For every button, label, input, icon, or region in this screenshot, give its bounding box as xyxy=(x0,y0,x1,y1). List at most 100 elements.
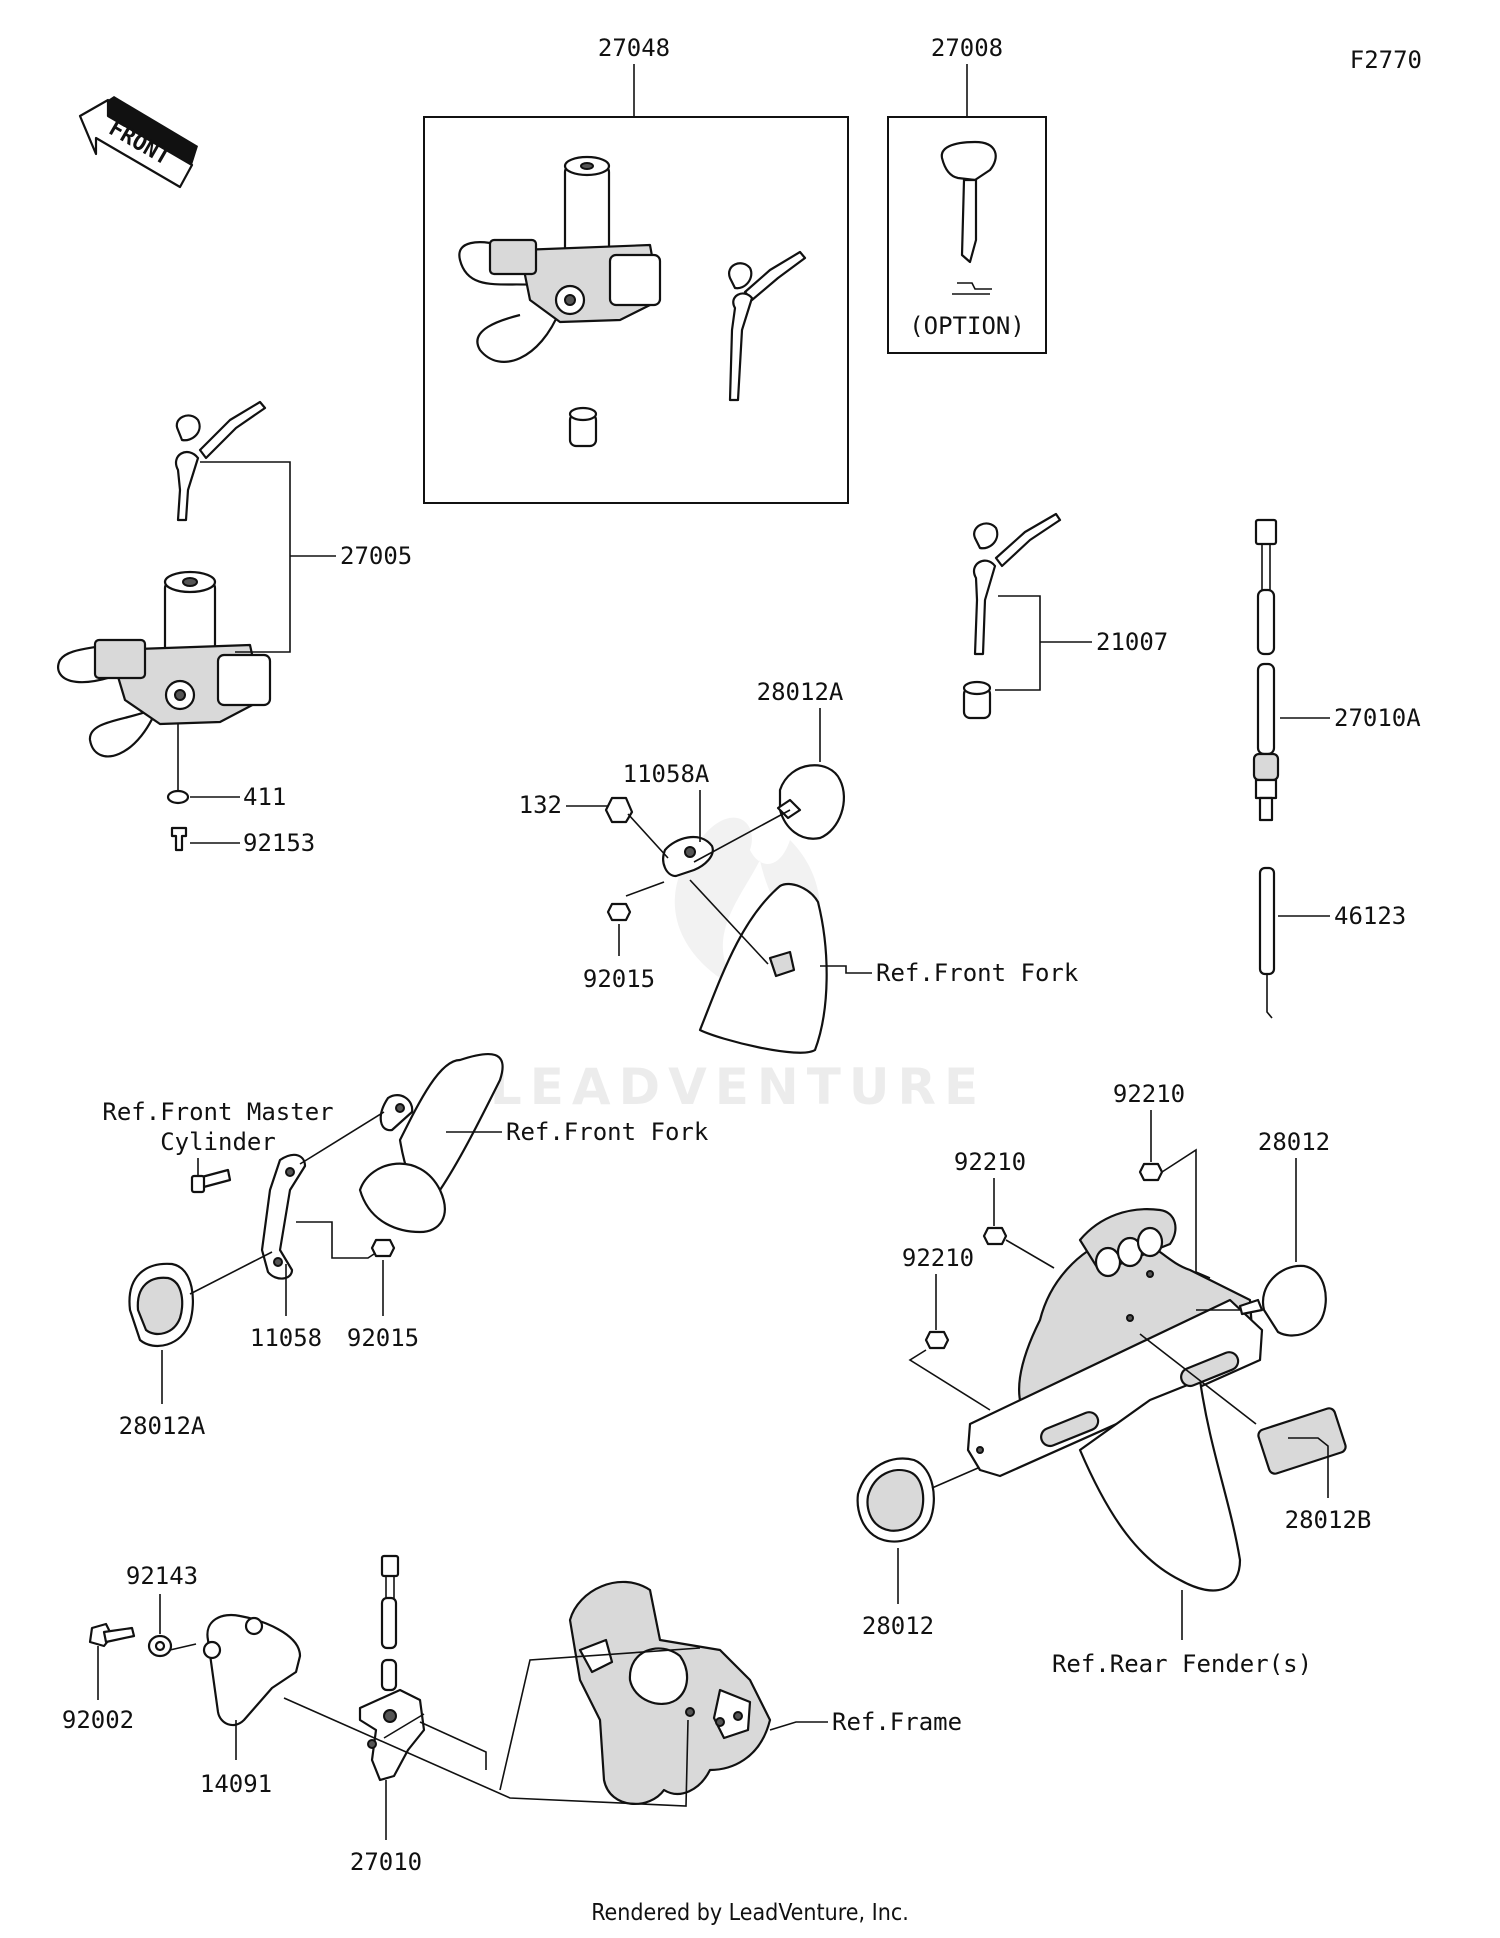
front-fork-ref-top xyxy=(689,879,828,1054)
reflector-28012-left xyxy=(856,1457,979,1543)
part-number-92015-top: 92015 xyxy=(583,965,655,993)
footer-credit: Rendered by LeadVenture, Inc. xyxy=(591,1900,909,1926)
callout-27010A[interactable]: 27010A xyxy=(1280,704,1421,732)
callout-27005[interactable]: 27005 xyxy=(200,461,412,653)
part-number-27005: 27005 xyxy=(340,542,412,570)
callout-28012-right[interactable]: 28012 xyxy=(1258,1128,1330,1262)
part-number-28012B: 28012B xyxy=(1285,1506,1372,1534)
frame-reference-part xyxy=(283,1580,772,1807)
part-number-21007: 21007 xyxy=(1096,628,1168,656)
callout-28012A-top[interactable]: 28012A xyxy=(757,678,844,762)
ref-front-master-cylinder[interactable]: Ref.Front Master Cylinder xyxy=(102,1098,334,1180)
callout-27008[interactable]: 27008 (OPTION) xyxy=(887,34,1047,354)
rear-fender-assembly xyxy=(966,1208,1264,1592)
callout-27048[interactable]: 27048 xyxy=(423,34,849,504)
callout-28012A-bottom[interactable]: 28012A xyxy=(119,1350,206,1440)
ref-front-fork-top[interactable]: Ref.Front Fork xyxy=(820,959,1079,987)
nut-92210-b xyxy=(982,1226,1008,1246)
kit-box-27048 xyxy=(423,116,849,504)
reflector-28012-right xyxy=(1196,1264,1327,1337)
part-number-92210-c: 92210 xyxy=(902,1244,974,1272)
ref-label-rear-fender: Ref.Rear Fender(s) xyxy=(1052,1650,1312,1678)
callout-92015-top[interactable]: 92015 xyxy=(583,881,665,993)
part-number-92002: 92002 xyxy=(62,1706,134,1734)
callout-411[interactable]: 411 xyxy=(166,724,286,811)
callout-28012-left[interactable]: 28012 xyxy=(862,1548,934,1640)
part-number-92210-a: 92210 xyxy=(1113,1080,1185,1108)
key-set-21007 xyxy=(962,512,1062,720)
callout-11058A[interactable]: 11058A xyxy=(623,760,791,863)
callout-92002[interactable]: 92002 xyxy=(62,1622,136,1734)
callout-92210-c[interactable]: 92210 xyxy=(902,1244,991,1411)
bracket-11058A xyxy=(662,835,714,878)
ref-label-front-master-line2: Cylinder xyxy=(160,1128,276,1156)
callout-11058[interactable]: 11058 xyxy=(250,1264,322,1352)
part-number-27010A: 27010A xyxy=(1334,704,1421,732)
lock-cylinder-small xyxy=(568,406,598,448)
cover-14091 xyxy=(169,1613,302,1727)
bolt-front-master xyxy=(190,1168,232,1194)
front-direction-arrow-icon: FRONT xyxy=(78,96,198,189)
nut-92210-a xyxy=(1138,1162,1164,1182)
part-number-27048: 27048 xyxy=(598,34,670,62)
callout-28012B[interactable]: 28012B xyxy=(1285,1437,1372,1534)
part-number-92153: 92153 xyxy=(243,829,315,857)
bolt-132 xyxy=(604,796,634,824)
callout-92143[interactable]: 92143 xyxy=(126,1562,198,1658)
callout-14091[interactable]: 14091 xyxy=(200,1720,272,1798)
part-number-27010: 27010 xyxy=(350,1848,422,1876)
part-number-46123: 46123 xyxy=(1334,902,1406,930)
callout-21007[interactable]: 21007 xyxy=(995,595,1168,691)
part-number-27008: 27008 xyxy=(931,34,1003,62)
watermark-text: LEADVENTURE xyxy=(490,1058,986,1116)
callout-132[interactable]: 132 xyxy=(519,791,669,859)
part-number-92015-mid: 92015 xyxy=(347,1324,419,1352)
ignition-switch-assembly-kit xyxy=(458,155,662,363)
ref-rear-fender[interactable]: Ref.Rear Fender(s) xyxy=(1052,1590,1312,1678)
part-number-28012-left: 28012 xyxy=(862,1612,934,1640)
callout-92153[interactable]: 92153 xyxy=(170,826,315,857)
ref-label-front-master-line1: Ref.Front Master xyxy=(102,1098,333,1126)
callout-92015-mid[interactable]: 92015 xyxy=(296,1221,419,1352)
part-number-92143: 92143 xyxy=(126,1562,198,1590)
part-number-28012A-top: 28012A xyxy=(757,678,844,706)
part-number-92210-b: 92210 xyxy=(954,1148,1026,1176)
license-plate-light-28012B xyxy=(1139,1333,1347,1475)
blank-key-icon xyxy=(940,140,997,295)
screw-92153 xyxy=(170,826,188,852)
part-number-28012-right: 28012 xyxy=(1258,1128,1330,1156)
side-stand-switch-27010 xyxy=(358,1554,426,1782)
part-number-28012A-bottom: 28012A xyxy=(119,1412,206,1440)
callout-92210-a[interactable]: 92210 xyxy=(1113,1080,1211,1279)
nut-92210-c xyxy=(924,1330,950,1350)
bracket-11058 xyxy=(260,1094,414,1280)
part-number-11058A: 11058A xyxy=(623,760,710,788)
ref-front-fork-mid[interactable]: Ref.Front Fork xyxy=(446,1118,709,1146)
reflector-28012A-top xyxy=(776,764,845,840)
figure-code: F2770 xyxy=(1350,46,1422,74)
ignition-switch-27005 xyxy=(57,400,272,758)
stop-switch-27010A xyxy=(1252,518,1280,822)
watermark: LEADVENTURE xyxy=(490,817,986,1116)
callout-27010[interactable]: 27010 xyxy=(350,1780,422,1876)
ref-frame[interactable]: Ref.Frame xyxy=(769,1708,962,1736)
callout-92210-b[interactable]: 92210 xyxy=(954,1148,1055,1269)
part-number-14091: 14091 xyxy=(200,1770,272,1798)
kit-box-27008 xyxy=(887,116,1047,354)
part-number-132: 132 xyxy=(519,791,562,819)
option-note: (OPTION) xyxy=(909,312,1025,340)
nut-92015-top xyxy=(606,902,632,922)
reflector-28012A-bottom xyxy=(128,1251,273,1348)
part-number-11058: 11058 xyxy=(250,1324,322,1352)
nut-92015-mid xyxy=(370,1238,396,1258)
ref-label-front-fork-mid: Ref.Front Fork xyxy=(506,1118,709,1146)
front-fork-ref-mid xyxy=(358,1052,504,1234)
washer-411 xyxy=(166,789,190,805)
ref-label-frame: Ref.Frame xyxy=(832,1708,962,1736)
key-pair-icon xyxy=(728,250,807,402)
part-number-411: 411 xyxy=(243,783,286,811)
ref-label-front-fork-top: Ref.Front Fork xyxy=(876,959,1079,987)
callout-46123[interactable]: 46123 xyxy=(1278,902,1406,930)
spring-46123 xyxy=(1258,866,1276,1019)
